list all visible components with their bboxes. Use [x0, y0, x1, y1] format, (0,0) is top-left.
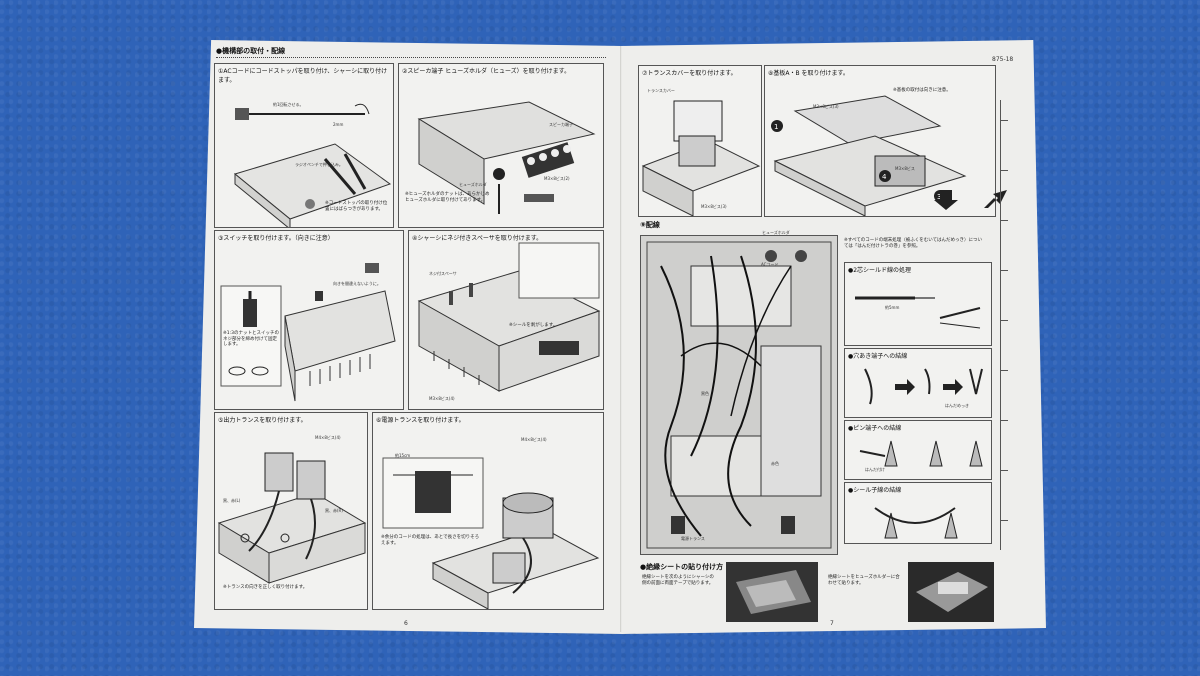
panel-title: ④シャーシにネジ付きスペーサを取り付けます。 [412, 235, 543, 242]
label: 電源トランス [681, 536, 705, 541]
panel-title: ⑤出力トランスを取り付けます。 [218, 417, 307, 424]
label: はんだめっき [945, 403, 969, 408]
ruler-tick [1000, 370, 1008, 371]
panel-title: ⑦トランスカバーを取り付けます。 [642, 70, 737, 77]
shield-wire-illustration [855, 296, 981, 329]
panel-ring-terminal: ●穴あき端子への結線 はんだめっき [844, 348, 992, 418]
speaker-terminal-illustration [417, 101, 596, 214]
ruler-tick [1000, 120, 1008, 121]
panel-board-mount: ⑧基板A・B を取り付けます。 1 4 3 M3×8ビス(3) M3×8ビス ※… [764, 65, 996, 217]
label: ネジ付スペーサ [429, 271, 457, 276]
label: M4×8ビス(4) [521, 437, 547, 442]
panel-note: ※基板の取付は向きに注意。 [893, 88, 951, 93]
page-code: 875-18 [992, 56, 1014, 63]
section-header: ●機構部の取付・配線 [216, 47, 286, 55]
ring-terminal-illustration [864, 368, 983, 405]
panel-title: ⑧基板A・B を取り付けます。 [768, 70, 849, 77]
label: 約15cm [395, 453, 411, 458]
ac-cord-illustration [233, 103, 392, 227]
panel-transformer-cover: ⑦トランスカバーを取り付けます。 トランスカバー M3×8ビス(3) [638, 65, 762, 217]
panel-title: ●穴あき端子への結線 [848, 353, 908, 360]
ruler-tick [1000, 220, 1008, 221]
panel-note: ※1:3のナットとスイッチのネジ部分を締め付けて固定します。 [223, 331, 280, 347]
panel-title: ●2芯シールド線の処理 [848, 267, 912, 274]
label: 2mm [333, 122, 344, 127]
insulation-photo-1 [726, 562, 818, 622]
switch-illustration [220, 263, 396, 402]
svg-text:3: 3 [937, 193, 941, 201]
label: 黒、赤(L) [223, 498, 241, 503]
panel-title: ③スイッチを取り付けます。（向きに注意） [218, 235, 334, 242]
panel-title: ●シール子線の結線 [848, 487, 902, 494]
label: M4×8ビス(4) [315, 435, 341, 440]
ruler-tick [1000, 170, 1008, 171]
label: ヒューズホルダ [459, 182, 487, 187]
insulation-photo-2 [908, 562, 994, 622]
panel-spacer: ④シャーシにネジ付きスペーサを取り付けます。 ネジ付スペーサ M3×8ビス(4)… [408, 230, 604, 410]
open-booklet: ●機構部の取付・配線 ①ACコードにコードストッパを取り付け、シャーシに取り付け… [194, 40, 1046, 634]
panel-note: ※シールを剥がします。 [509, 323, 558, 328]
panel-note: ※コードストッパの取り付け位置にはばらつきがあります。 [325, 201, 388, 212]
right-page: 875-18 ⑦トランスカバーを取り付けます。 トランスカバー M3×8ビス(3… [622, 40, 1046, 634]
wiring-note: ※すべてのコードの端末処理（被ふくをむいてはんだめっき）については「はんだ付けト… [844, 238, 983, 249]
panel-note: ※トランスの向きを正しく取り付けます。 [223, 585, 308, 590]
panel-shield-wire: ●2芯シールド線の処理 約5mm [844, 262, 992, 346]
left-page: ●機構部の取付・配線 ①ACコードにコードストッパを取り付け、シャーシに取り付け… [194, 40, 622, 634]
label: ラジオペンチで押し込み。 [295, 162, 343, 167]
label: M3×8ビス(2) [544, 176, 570, 181]
label: 黒色 [701, 391, 709, 396]
page-number: 7 [830, 620, 834, 627]
label: 向きを間違えないように。 [333, 281, 381, 286]
svg-text:1: 1 [774, 123, 778, 131]
panel-ac-cord: ①ACコードにコードストッパを取り付け、シャーシに取り付けます。 約1回転させる… [214, 63, 394, 228]
label: ACコード [761, 262, 779, 267]
insulation-header: ●絶縁シートの貼り付け方 [640, 563, 724, 571]
label: 黒、赤(R) [325, 508, 343, 513]
wiring-header: ⑨配線 [640, 221, 660, 229]
panel-title: ●ピン端子への結線 [848, 425, 902, 432]
board-mount-illustration: 1 4 3 [771, 95, 967, 216]
page-number: 6 [404, 620, 408, 627]
panel-title: ②スピーカ端子 ヒューズホルダ（ヒューズ）を取り付けます。 [402, 68, 571, 75]
label: M3×8ビス(3) [813, 104, 839, 109]
power-transformer-illustration [382, 457, 600, 609]
spacer-illustration [417, 242, 601, 392]
label: スピーカ端子 [549, 122, 573, 127]
label: M3×8ビス [895, 166, 915, 171]
ruler-tick [1000, 320, 1008, 321]
label: 約5mm [885, 305, 900, 310]
pin-terminal-illustration [859, 440, 983, 467]
transformer-cover-illustration [641, 100, 761, 216]
ruler [1000, 100, 1001, 550]
ruler-tick [1000, 520, 1008, 521]
panel-speaker-terminal: ②スピーカ端子 ヒューズホルダ（ヒューズ）を取り付けます。 スピーカ端子 ヒュー… [398, 63, 604, 228]
header-divider [216, 57, 606, 58]
panel-note: ※余分のコードの処理は、あとで長さを切りそろえます。 [381, 535, 480, 546]
label: 赤色 [771, 461, 779, 466]
panel-power-transformer: ⑥電源トランスを取り付けます。 M4×8ビス(4) 約15cm ※余分のコードの… [372, 412, 604, 610]
ruler-tick [1000, 470, 1008, 471]
panel-wiring: ACコード 黒色 赤色 電源トランス [640, 235, 838, 555]
insulation-note-2: 絶縁シートをヒューズホルダーに合わせて貼ります。 [828, 575, 900, 586]
panel-output-transformer: ⑤出力トランスを取り付けます。 M4×8ビス(4) 黒、赤(L) 黒、赤(R) … [214, 412, 368, 610]
label: トランスカバー [647, 88, 675, 93]
panel-title: ⑥電源トランスを取り付けます。 [376, 417, 465, 424]
panel-title: ①ACコードにコードストッパを取り付け、シャーシに取り付けます。 [218, 68, 388, 84]
wiring-diagram [646, 241, 832, 549]
panel-pin-terminal: ●ピン端子への結線 はんだ付け [844, 420, 992, 480]
panel-shield-lead: ●シール子線の結線 [844, 482, 992, 544]
svg-text:4: 4 [882, 173, 887, 181]
label: 約1回転させる。 [273, 102, 304, 107]
ruler-tick [1000, 270, 1008, 271]
shield-lead-illustration [874, 507, 958, 539]
panel-switch: ③スイッチを取り付けます。（向きに注意） 向きを間違えないように。 ※1:3のナ… [214, 230, 404, 410]
insulation-note-1: 絶縁シートを次のようにシャーシの側の前面に両面テープで貼ります。 [642, 575, 714, 586]
output-transformer-illustration [217, 452, 367, 584]
label: はんだ付け [865, 467, 885, 472]
label: M3×8ビス(4) [429, 396, 455, 401]
ruler-tick [1000, 420, 1008, 421]
label: M3×8ビス(3) [701, 204, 727, 209]
panel-note: ※ヒューズホルダのナットは、あらかじめヒューズホルダに取り付けてあります。 [405, 192, 490, 203]
label-fuse-holder: ヒューズホルダ [762, 230, 790, 235]
